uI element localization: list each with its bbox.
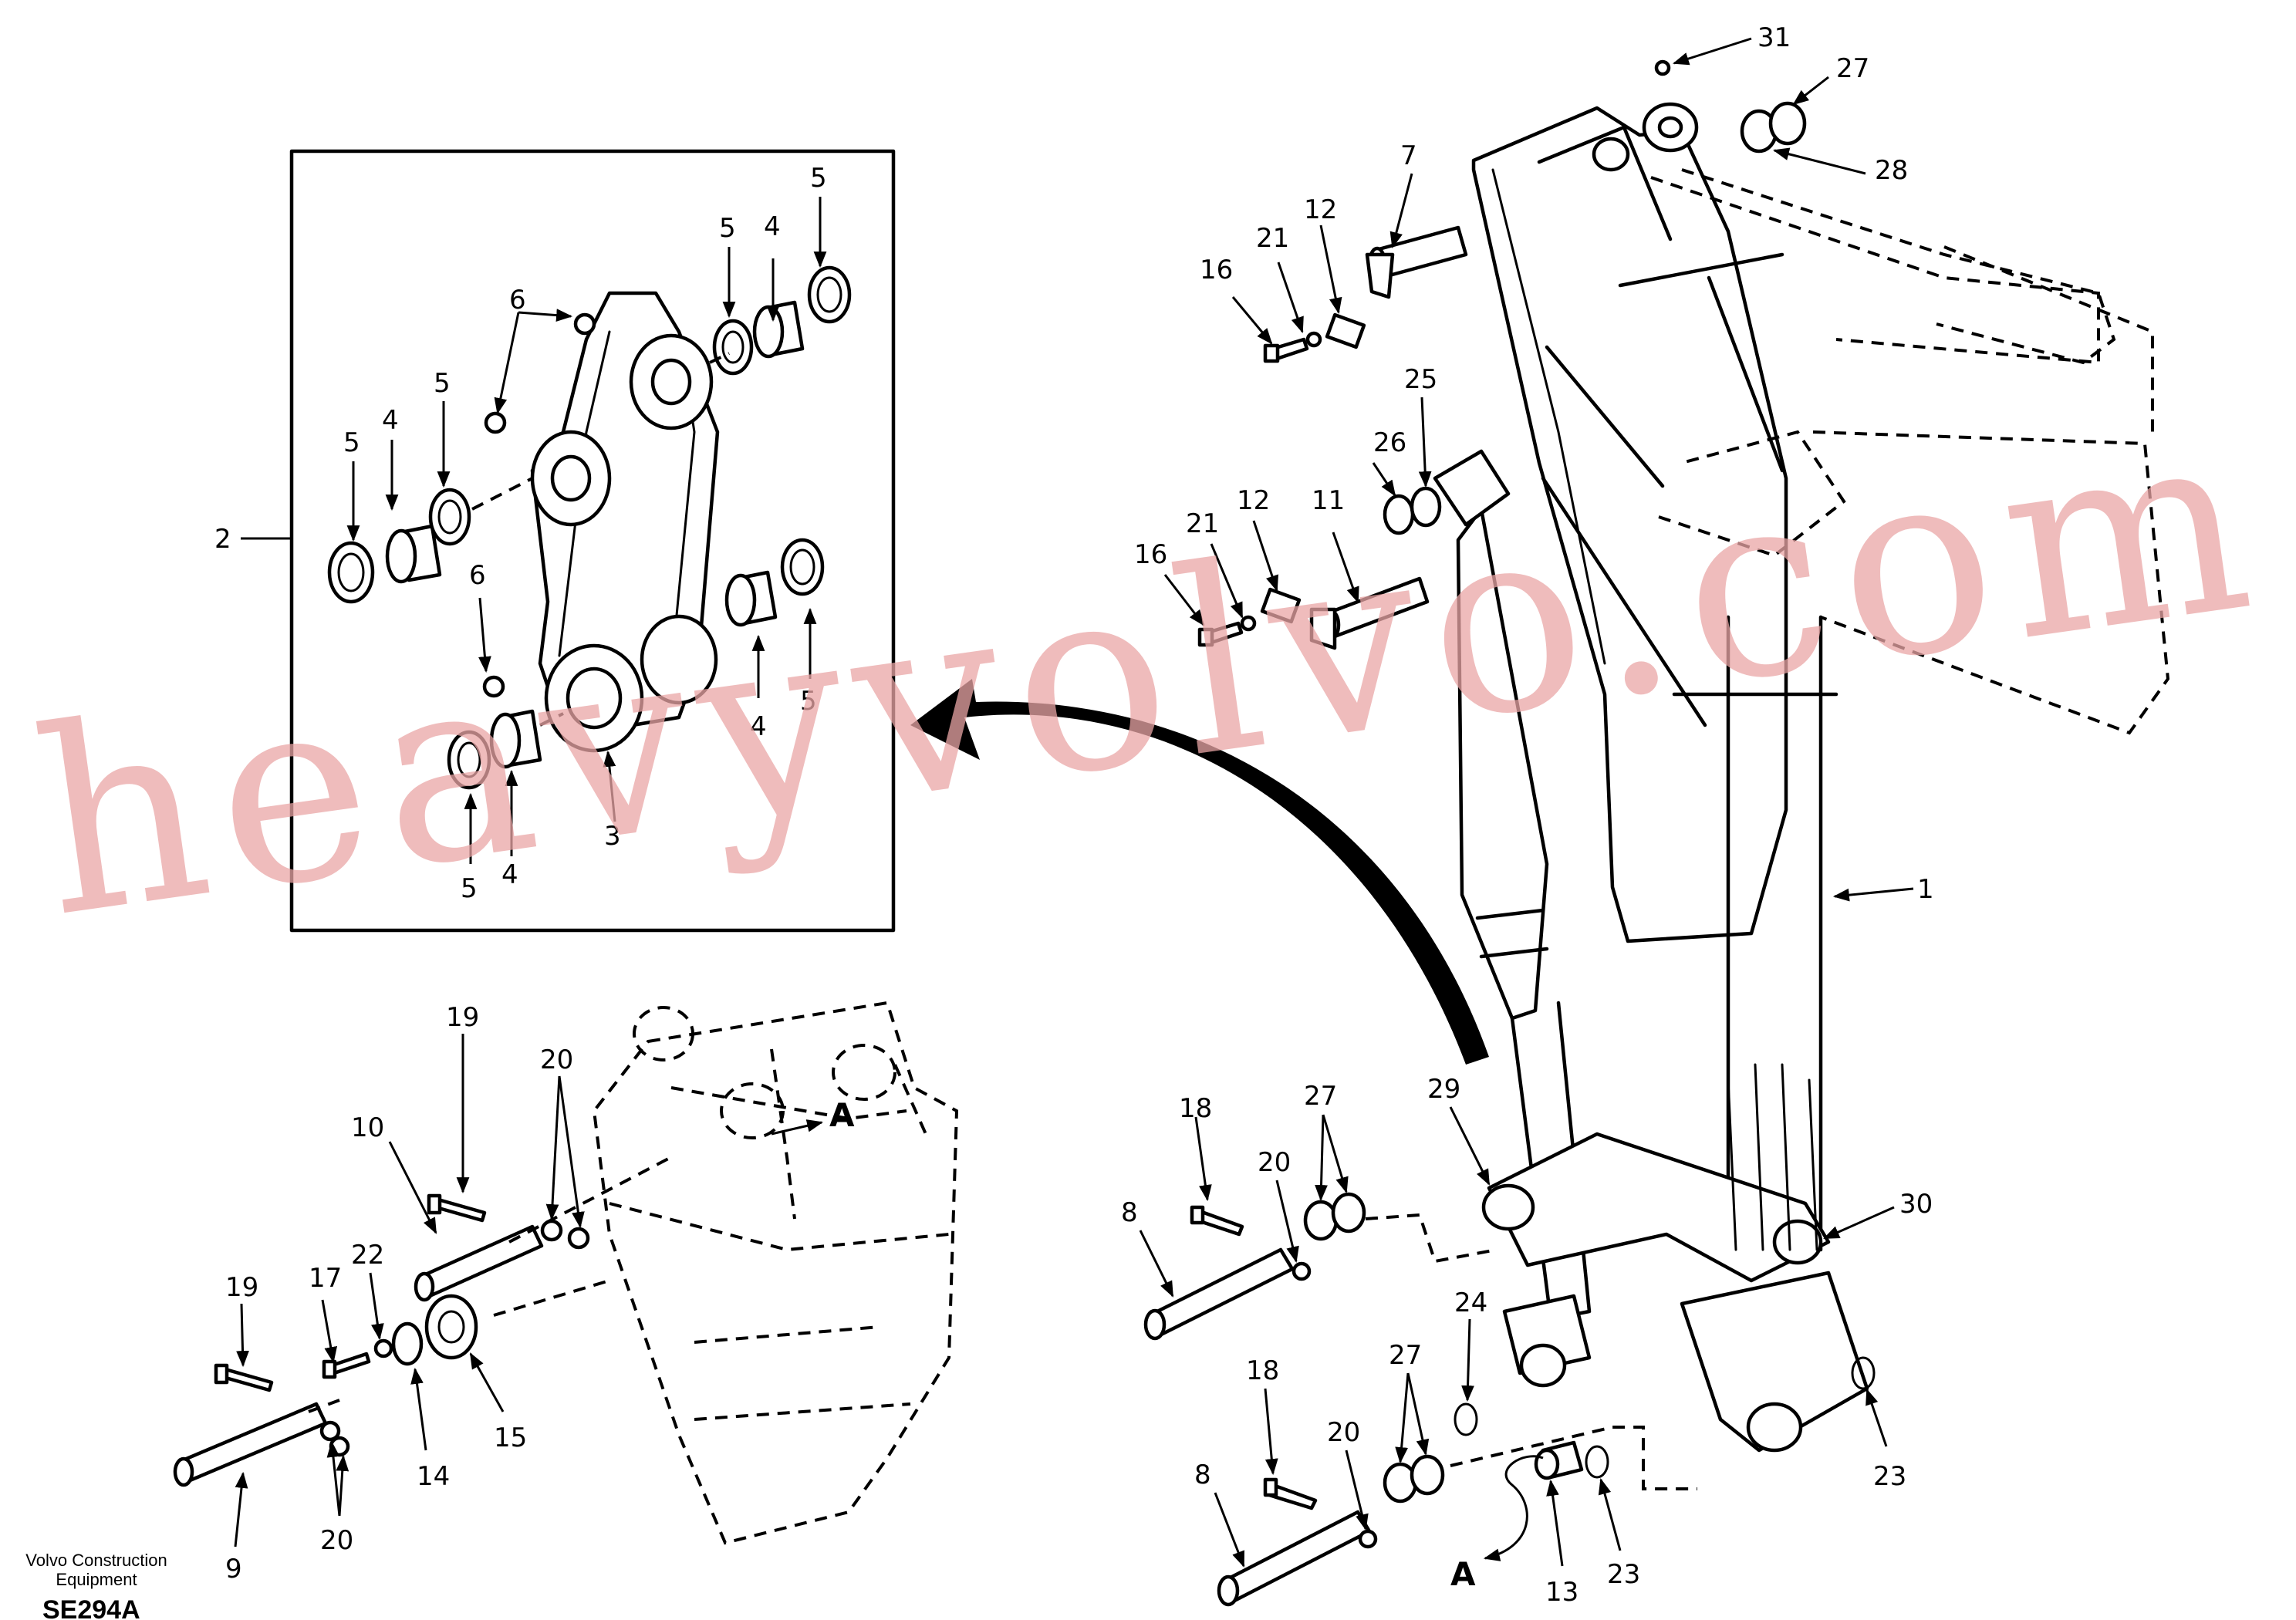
drawing-code: SE294A [42,1595,140,1620]
callout-labels: 1 2 3 4 4 4 4 5 5 5 5 5 5 6 6 7 8 8 [214,22,1934,1608]
spacer-13 [1534,1440,1584,1480]
callout-17: 17 [309,1263,342,1294]
callout-20: 20 [320,1525,353,1556]
boom-outline-dashed [1650,176,2100,365]
callout-2: 2 [214,524,231,555]
callout-11: 11 [1312,485,1345,516]
callout-5: 5 [719,213,736,244]
bushing-seal-set-right-top [709,265,852,376]
callout-20: 20 [540,1045,573,1075]
callout-20: 20 [1327,1417,1360,1448]
link-detail-inset [289,149,896,933]
bucket-outline-dashed [592,1001,959,1545]
callout-27: 27 [1304,1081,1337,1112]
callout-19: 19 [225,1272,258,1303]
pin-8-upper [1143,1247,1295,1341]
callout-27: 27 [1836,53,1869,84]
callout-18: 18 [1246,1355,1279,1386]
callout-22: 22 [351,1240,384,1271]
pin-10 [414,1224,544,1302]
callout-5: 5 [461,873,478,904]
company-name-line2: Equipment [56,1570,137,1589]
callout-arrow [910,679,1489,1065]
arm-assembly [1456,102,1869,1453]
callout-16: 16 [1200,255,1233,285]
callout-27: 27 [1389,1340,1422,1371]
callout-4: 4 [750,711,767,742]
callout-6: 6 [509,285,526,316]
callout-30: 30 [1899,1189,1933,1220]
pin-11 [1309,576,1430,650]
callout-5: 5 [343,427,360,458]
callout-28: 28 [1875,155,1908,186]
watermark: heavyvolvo.com [21,369,2278,974]
nut-icon [540,1219,563,1242]
callout-6: 6 [469,560,486,591]
callout-21: 21 [1186,508,1219,539]
inset-frame [289,149,896,933]
callout-3: 3 [604,821,621,852]
callout-12: 12 [1237,485,1270,516]
pin-8-lower [1217,1510,1372,1607]
callout-4: 4 [764,211,781,242]
callout-8: 8 [1194,1460,1211,1490]
bolt-icon [1263,1477,1318,1510]
view-a-label: A [829,1096,855,1134]
callout-5: 5 [800,686,817,717]
pin-7 [1365,225,1468,299]
callout-5: 5 [434,368,451,399]
bolt-icon [1190,1205,1244,1237]
shim-14 [391,1321,424,1366]
callout-26: 26 [1373,427,1406,458]
view-a-label: A [1450,1555,1476,1593]
callout-9: 9 [225,1554,242,1585]
bushing-seal-set-right-bottom [724,538,825,627]
callout-7: 7 [1400,140,1417,171]
callout-29: 29 [1427,1074,1460,1105]
callout-14: 14 [417,1461,450,1492]
callout-21: 21 [1256,223,1289,254]
callout-23: 23 [1873,1461,1906,1492]
callout-8: 8 [1121,1197,1138,1228]
callout-15: 15 [494,1423,527,1453]
bolt-icon [1263,331,1322,363]
lock-plate-icon [1325,312,1366,349]
bolt-icon [427,1193,487,1223]
bolt-icon [1197,615,1257,647]
callout-4: 4 [501,859,518,890]
callout-23: 23 [1607,1559,1640,1590]
callout-1: 1 [1917,874,1934,905]
bolt-icon [322,1352,371,1379]
bushing-15 [424,1294,478,1360]
washer-icon [1303,1200,1339,1241]
pin-9 [173,1402,328,1487]
callout-16: 16 [1134,539,1167,570]
callout-13: 13 [1545,1577,1578,1608]
callout-25: 25 [1404,364,1437,395]
callout-4: 4 [382,405,399,436]
bushing-seal-set-left [327,477,533,604]
bolt-icon [214,1363,274,1392]
bushing-seal-set-bottom-left [447,709,564,790]
callout-20: 20 [1258,1147,1291,1178]
callout-19: 19 [446,1002,479,1033]
callout-12: 12 [1304,194,1337,225]
callout-18: 18 [1179,1093,1212,1124]
callout-10: 10 [351,1112,384,1143]
callout-5: 5 [810,163,827,194]
callout-31: 31 [1757,22,1791,53]
callout-24: 24 [1454,1288,1487,1318]
company-name-line1: Volvo Construction [25,1551,167,1570]
